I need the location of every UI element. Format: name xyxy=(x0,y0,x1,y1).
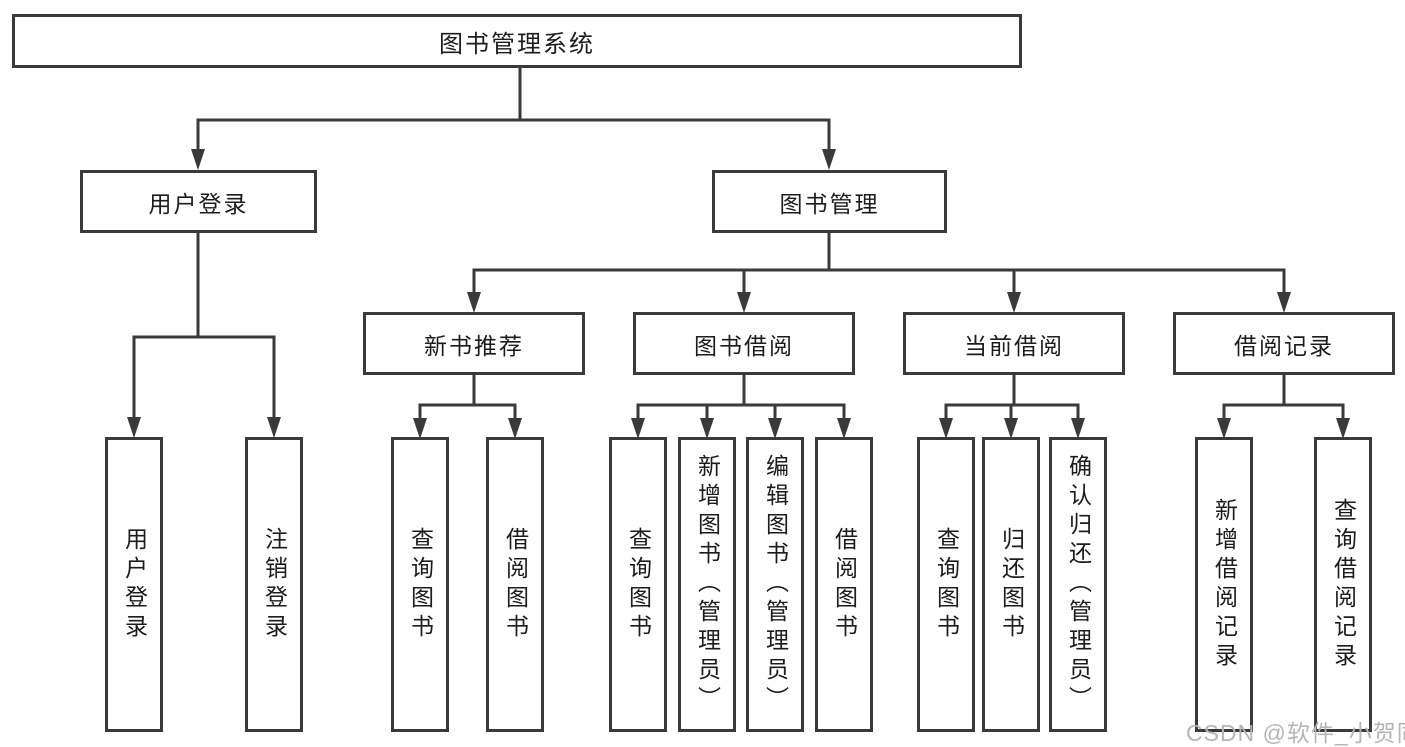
node-current-borrowing: 当前借阅 xyxy=(903,312,1125,375)
leaf-label: 借阅图书 xyxy=(831,526,858,643)
leaf-label: 归还图书 xyxy=(998,526,1025,643)
node-label: 借阅记录 xyxy=(1234,332,1334,359)
leaf-label: 确认归还（管理员） xyxy=(1065,454,1092,715)
leaf-label: 查询图书 xyxy=(407,526,434,643)
leaf-label: 查询图书 xyxy=(625,526,652,643)
leaf-recommend-borrow-books: 借阅图书 xyxy=(486,437,544,732)
node-book-borrowing: 图书借阅 xyxy=(633,312,855,375)
leaf-current-query-books: 查询图书 xyxy=(917,437,975,732)
leaf-label: 查询图书 xyxy=(933,526,960,643)
leaf-return-books: 归还图书 xyxy=(982,437,1040,732)
leaf-logout: 注销登录 xyxy=(245,437,303,732)
node-book-management: 图书管理 xyxy=(712,170,947,233)
leaf-recommend-query-books: 查询图书 xyxy=(391,437,449,732)
leaf-borrow-books: 借阅图书 xyxy=(815,437,873,732)
leaf-label: 新增借阅记录 xyxy=(1211,497,1238,672)
leaf-confirm-return-admin: 确认归还（管理员） xyxy=(1049,437,1107,732)
node-user-login: 用户登录 xyxy=(80,170,317,233)
leaf-query-borrow-record: 查询借阅记录 xyxy=(1314,437,1372,732)
leaf-label: 用户登录 xyxy=(121,526,148,643)
node-label: 用户登录 xyxy=(148,190,249,217)
leaf-label: 注销登录 xyxy=(261,526,288,643)
leaf-label: 编辑图书（管理员） xyxy=(762,454,789,715)
node-label: 当前借阅 xyxy=(964,332,1064,359)
node-borrowing-records: 借阅记录 xyxy=(1173,312,1395,375)
leaf-edit-books-admin: 编辑图书（管理员） xyxy=(746,437,804,732)
node-label: 图书管理 xyxy=(779,190,880,217)
leaf-borrow-query-books: 查询图书 xyxy=(609,437,667,732)
node-new-book-recommend: 新书推荐 xyxy=(363,312,585,375)
leaf-label: 查询借阅记录 xyxy=(1330,497,1357,672)
csdn-watermark: CSDN @软件_小贺同学 xyxy=(1186,720,1405,746)
leaf-add-books-admin: 新增图书（管理员） xyxy=(678,437,736,732)
node-library-management-system: 图书管理系统 xyxy=(12,14,1022,68)
leaf-add-borrow-record: 新增借阅记录 xyxy=(1195,437,1253,732)
node-label: 图书管理系统 xyxy=(439,30,595,58)
leaf-user-login: 用户登录 xyxy=(105,437,163,732)
leaf-label: 新增图书（管理员） xyxy=(694,454,721,715)
node-label: 新书推荐 xyxy=(424,332,524,359)
leaf-label: 借阅图书 xyxy=(502,526,529,643)
node-label: 图书借阅 xyxy=(694,332,794,359)
